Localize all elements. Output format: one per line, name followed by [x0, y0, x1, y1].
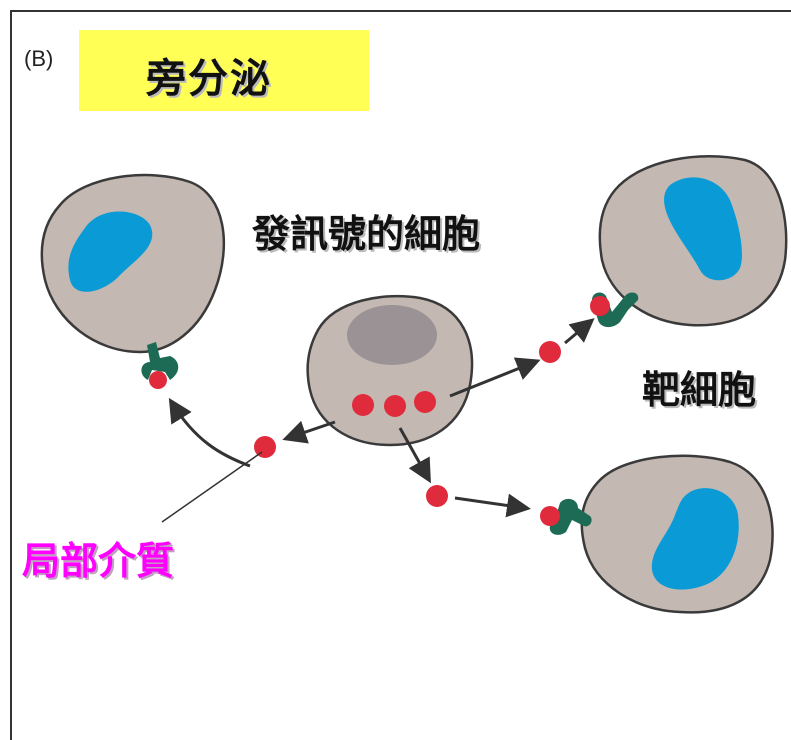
arrow-to-bottom-right-cell: [454, 493, 531, 518]
target-cell-bottom-right: [580, 454, 774, 614]
receptor-top-right: [590, 292, 639, 328]
signaling-cell-label: 發訊號的細胞: [252, 212, 481, 256]
arrow-to-left-molecule: [282, 420, 336, 444]
diagram-title: 旁分泌: [146, 56, 272, 102]
receptor-bottom-right: [540, 498, 592, 535]
local-mediator-label: 局部介質: [22, 539, 175, 583]
signal-molecule: [539, 341, 561, 363]
target-nucleus-top-left: [68, 211, 153, 292]
signal-molecule: [254, 436, 276, 458]
title-highlight: [79, 30, 369, 111]
target-cell-top-left: [40, 173, 226, 354]
panel-label: (B): [24, 46, 54, 71]
arrow-to-right-molecule: [449, 357, 541, 398]
signaling-nucleus: [347, 305, 437, 365]
signal-molecule: [384, 395, 406, 417]
diffusion-arrows: [168, 318, 595, 518]
signal-molecule: [414, 391, 436, 413]
figure-frame: [10, 10, 791, 740]
local-mediator-pointer: [161, 451, 263, 523]
target-nucleus-bottom-right: [651, 488, 739, 590]
receptor-top-left: [141, 342, 179, 389]
signal-molecule: [426, 485, 448, 507]
target-nucleus-top-right: [664, 177, 742, 281]
target-cell-top-right: [598, 155, 788, 327]
signaling-cell: [306, 294, 474, 447]
arrow-to-top-right-cell: [564, 318, 595, 345]
arrow-to-bottom-molecule: [398, 427, 431, 484]
target-cell-label: 靶細胞: [642, 368, 757, 412]
arrow-to-top-left-cell: [168, 397, 251, 468]
signal-molecule: [352, 394, 374, 416]
